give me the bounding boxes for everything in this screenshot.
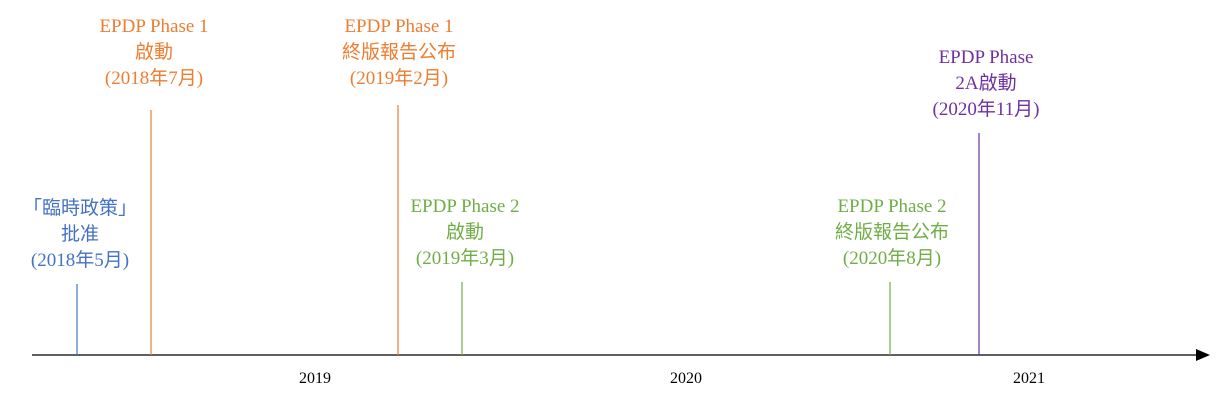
event-date: (2020年8月): [842, 248, 942, 269]
event-subtitle: 啟動: [445, 222, 484, 243]
event-title: EPDP Phase 1: [344, 16, 454, 37]
event-subtitle: 終版報告公布: [834, 222, 949, 243]
event-label-phase1-report: EPDP Phase 1 終版報告公布 (2019年2月): [319, 14, 479, 92]
event-label-interim-policy: 「臨時政策」 批准 (2018年5月): [0, 196, 160, 274]
year-label-2021: 2021: [1013, 370, 1045, 387]
event-title: 「臨時政策」: [22, 198, 137, 219]
event-title: EPDP Phase 2: [837, 196, 947, 217]
year-label-2020: 2020: [670, 370, 702, 387]
year-label-2019: 2019: [299, 370, 331, 387]
event-label-phase2a-start: EPDP Phase 2A啟動 (2020年11月): [906, 45, 1066, 123]
event-date: (2018年7月): [104, 68, 204, 89]
event-label-phase2-start: EPDP Phase 2 啟動 (2019年3月): [385, 194, 545, 272]
event-subtitle: 啟動: [134, 42, 173, 63]
event-label-phase1-start: EPDP Phase 1 啟動 (2018年7月): [74, 14, 234, 92]
event-label-phase2-report: EPDP Phase 2 終版報告公布 (2020年8月): [812, 194, 972, 272]
event-subtitle: 批准: [60, 224, 99, 245]
event-title: EPDP Phase 2: [410, 196, 520, 217]
event-date: (2020年11月): [932, 99, 1040, 120]
event-title: EPDP Phase 1: [99, 16, 209, 37]
event-subtitle: 終版報告公布: [341, 42, 456, 63]
event-date: (2019年3月): [415, 248, 515, 269]
event-date: (2019年2月): [349, 68, 449, 89]
event-date: (2018年5月): [30, 250, 130, 271]
timeline-axis-arrowhead: [1196, 349, 1210, 361]
event-subtitle: 2A啟動: [955, 73, 1017, 94]
event-title: EPDP Phase: [938, 47, 1034, 68]
